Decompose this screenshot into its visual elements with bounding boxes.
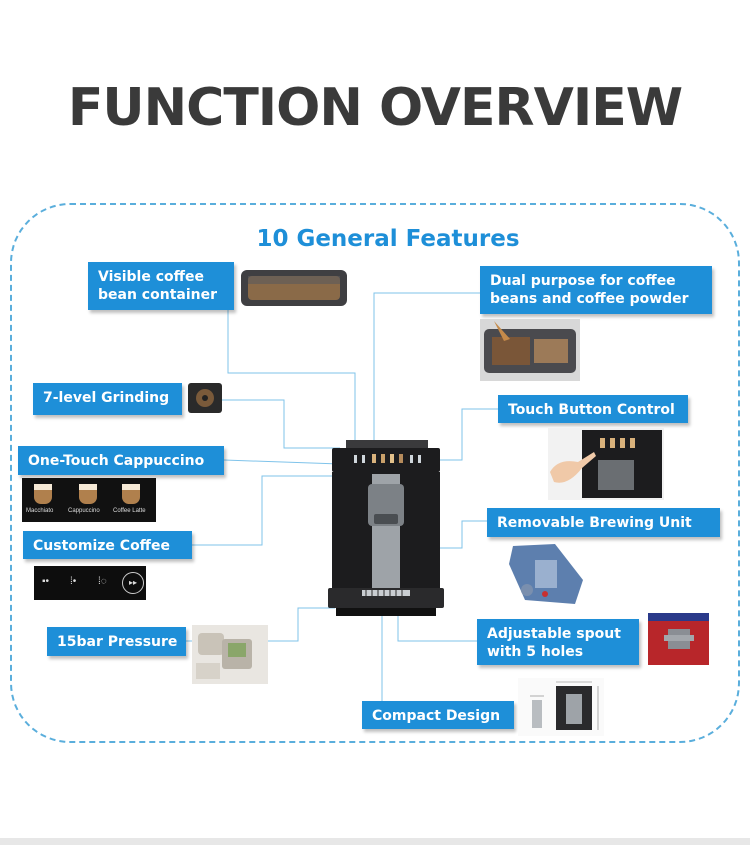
label-grinding: 7-level Grinding <box>33 383 182 415</box>
label-customize: Customize Coffee <box>23 531 192 559</box>
play-icon: ▸▸ <box>122 572 144 594</box>
connector-brewing <box>440 520 487 549</box>
bean-container-photo <box>238 266 350 310</box>
connector-customize <box>192 475 340 546</box>
macchiato-cup-icon <box>34 484 52 504</box>
label-bean-container: Visible coffee bean container <box>88 262 234 310</box>
touch-panel-photo <box>548 428 664 500</box>
connector-cappuccino <box>223 459 341 465</box>
page-title: FUNCTION OVERVIEW <box>67 78 683 138</box>
bean-strength-icon: ▪• <box>42 576 50 587</box>
drink-label: Cappuccino <box>68 508 100 514</box>
drink-label: Coffee Latte <box>113 508 146 514</box>
coffee-machine-illustration <box>328 440 444 616</box>
label-compact: Compact Design <box>362 701 514 729</box>
dual-purpose-photo <box>480 319 580 381</box>
footer-bar <box>0 838 750 845</box>
label-dual-purpose: Dual purpose for coffee beans and coffee… <box>480 266 712 314</box>
connector-bean-container <box>227 310 356 444</box>
cappuccino-cup-icon <box>79 484 97 504</box>
connector-grinding <box>222 399 340 449</box>
customize-controls-panel: ▪• ⁞• ⁞◌ ▸▸ <box>34 566 146 600</box>
connector-dual-purpose <box>373 292 480 444</box>
features-frame <box>10 203 740 743</box>
features-heading: 10 General Features <box>256 226 520 252</box>
dimensions-diagram <box>518 678 604 736</box>
label-brewing: Removable Brewing Unit <box>487 508 720 537</box>
label-cappuccino: One-Touch Cappuccino <box>18 446 224 475</box>
drink-label: Macchiato <box>26 508 54 514</box>
label-spout: Adjustable spout with 5 holes <box>477 619 639 665</box>
grinder-photo <box>188 383 222 413</box>
connector-compact <box>362 612 383 716</box>
connector-spout <box>397 604 477 642</box>
pump-photo <box>192 625 268 684</box>
brewing-unit-photo <box>505 540 587 610</box>
milk-icon: ⁞◌ <box>98 576 107 587</box>
spout-photo <box>648 613 709 665</box>
drink-options-panel: Macchiato Cappuccino Coffee Latte <box>22 478 156 522</box>
latte-cup-icon <box>122 484 140 504</box>
label-pressure: 15bar Pressure <box>47 627 186 656</box>
water-volume-icon: ⁞• <box>70 576 77 587</box>
label-touch: Touch Button Control <box>498 395 688 423</box>
connector-touch <box>440 408 498 461</box>
